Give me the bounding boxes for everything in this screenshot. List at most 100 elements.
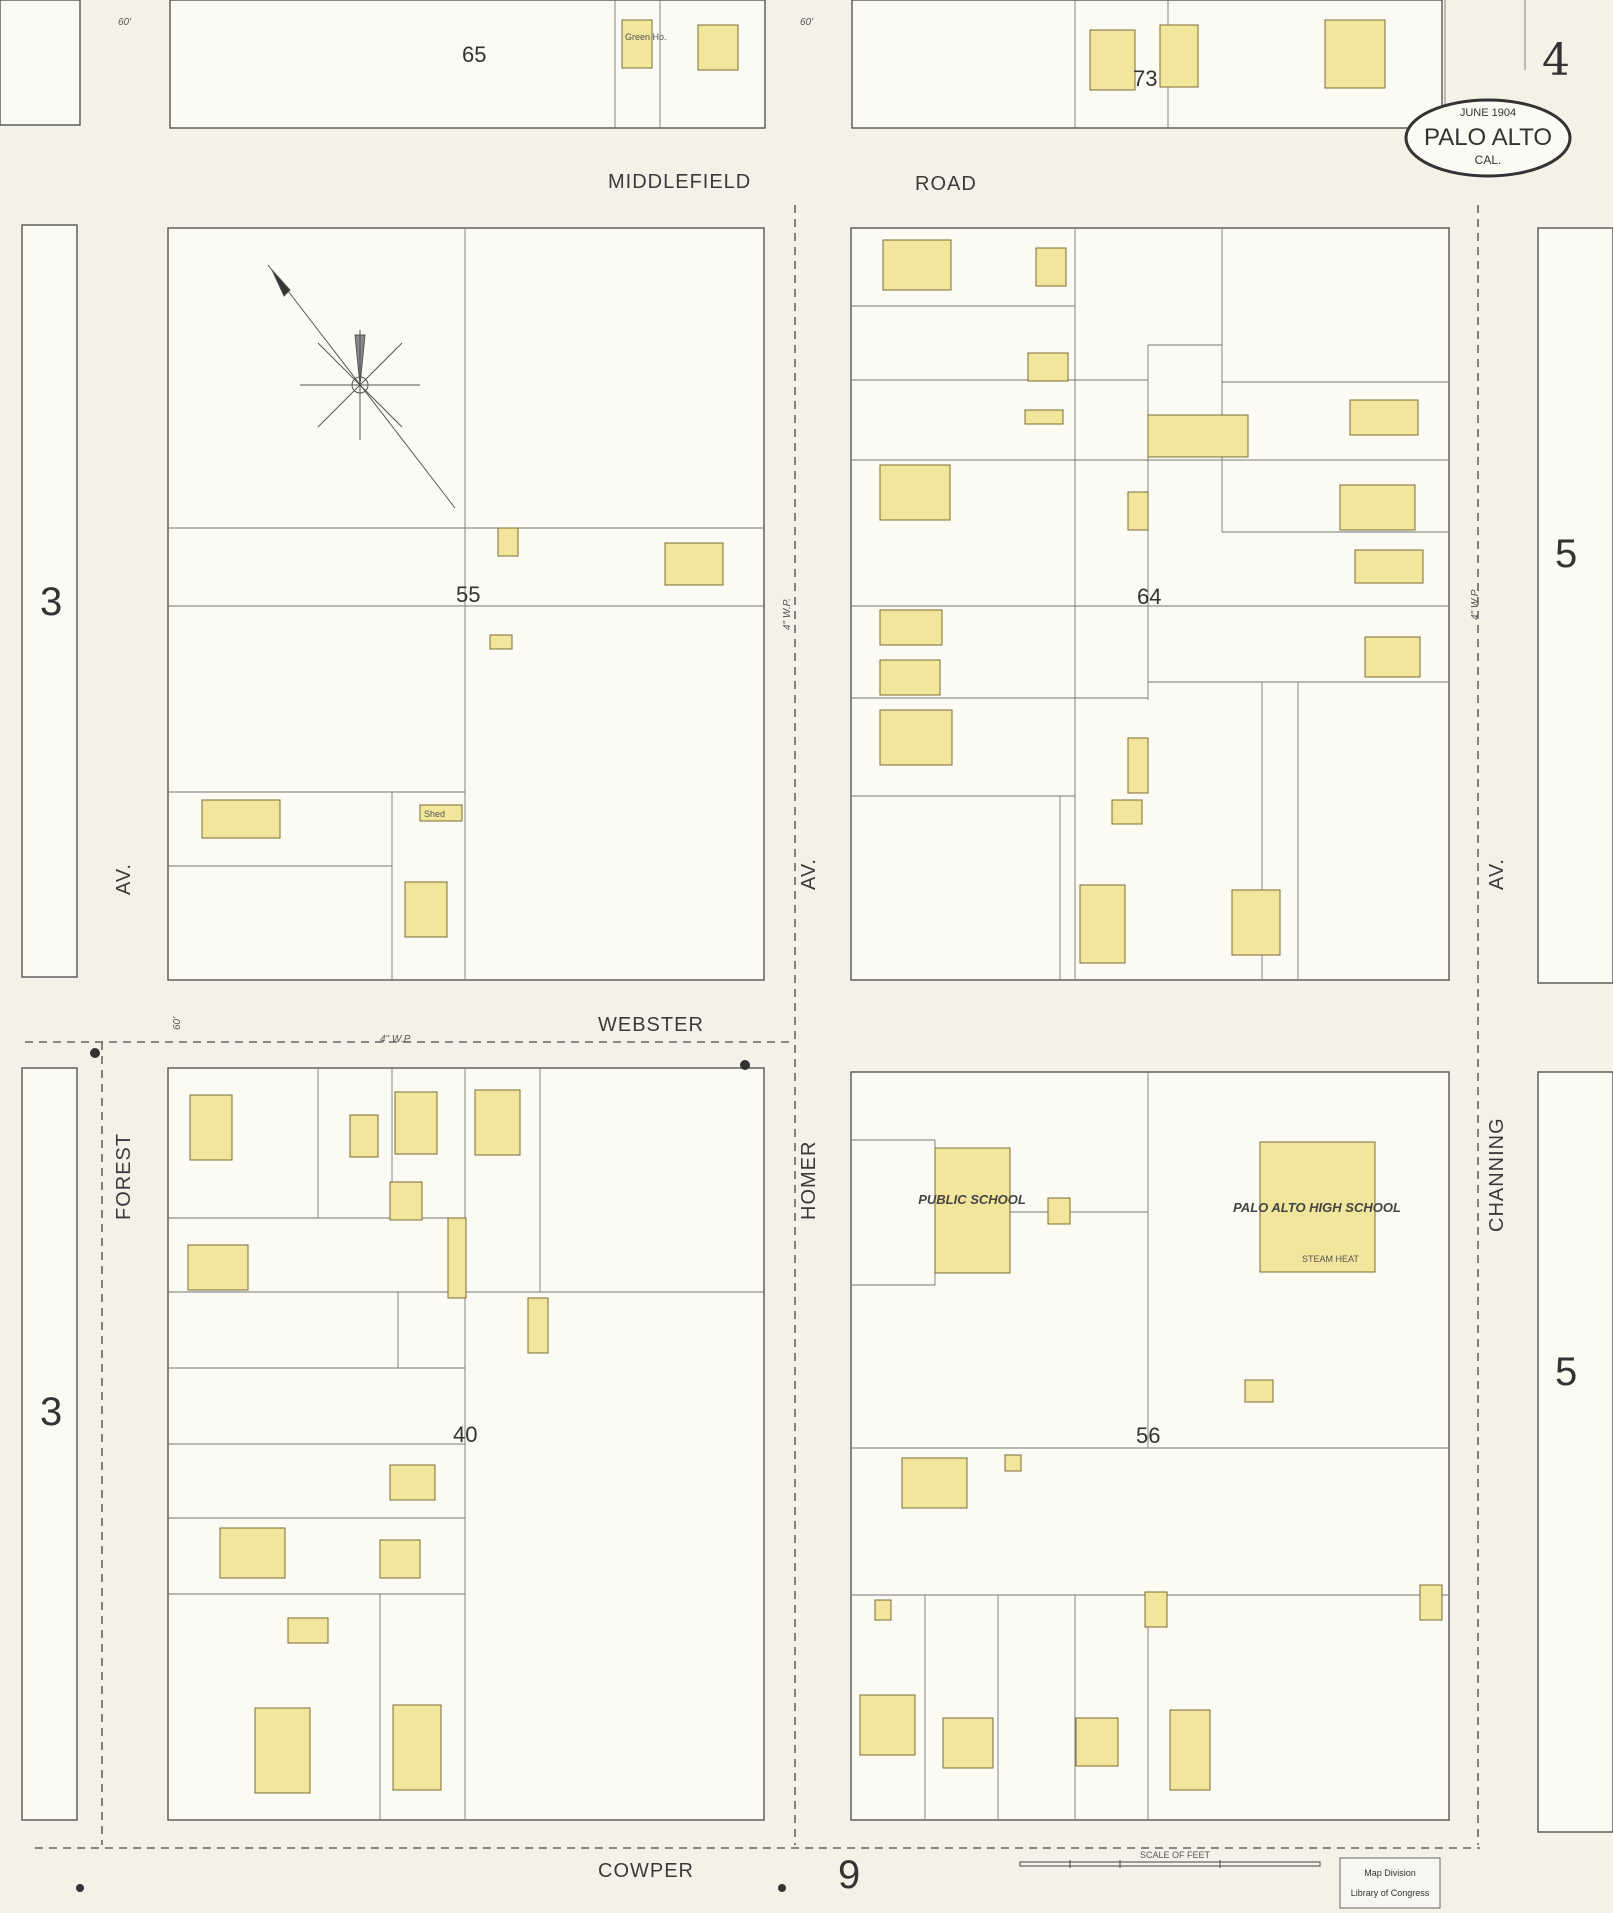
shed-building <box>419 804 463 822</box>
outbuilding <box>1127 737 1149 794</box>
outbuilding <box>1024 409 1064 425</box>
dwelling <box>942 1717 994 1769</box>
block-west-lower <box>21 1067 78 1821</box>
block-56-group <box>850 1071 1450 1821</box>
stamp-line: Map Division <box>1364 1868 1416 1878</box>
block-65 <box>169 0 766 129</box>
street-label-middlefield: MIDDLEFIELD <box>608 171 751 193</box>
water-pipe-label: 4" W.P. <box>380 1034 412 1045</box>
block-64-group <box>850 227 1450 981</box>
street-label-cowper: COWPER <box>598 1860 694 1882</box>
outbuilding <box>1004 1454 1022 1472</box>
scale-bar: SCALE OF FEET <box>1019 1850 1321 1868</box>
dwelling <box>901 1457 968 1509</box>
building-label-public-school: PUBLIC SCHOOL <box>918 1192 1026 1207</box>
building-label: Green Ho. <box>625 32 667 42</box>
outbuilding <box>1419 1584 1443 1621</box>
adjacent-sheet-number: 3 <box>40 580 62 624</box>
dwelling <box>474 1089 521 1156</box>
block-55-group <box>167 227 765 981</box>
dwelling <box>187 1244 249 1291</box>
dwelling <box>859 1694 916 1756</box>
adjacent-sheet-number: 5 <box>1555 1350 1577 1394</box>
outbuilding <box>389 1181 423 1221</box>
street-width: 60' <box>172 1016 183 1030</box>
block-east-lower <box>1537 1071 1613 1833</box>
hydrant-icon <box>76 1884 84 1892</box>
dwelling <box>189 1094 233 1161</box>
dwelling <box>201 799 281 839</box>
steam-heater-building <box>1244 1379 1274 1403</box>
water-pipe-label: 4" W.P. <box>1470 588 1481 620</box>
street-width: 60' <box>800 17 814 28</box>
high-school-building <box>1259 1141 1376 1273</box>
dwelling <box>882 239 952 291</box>
block-east-upper <box>1537 227 1613 984</box>
dwelling <box>1079 884 1126 964</box>
street-label-road: ROAD <box>915 173 977 195</box>
outbuilding <box>287 1617 329 1644</box>
dwelling <box>1075 1717 1119 1767</box>
compass-rose-icon <box>267 264 456 509</box>
library-stamp: Map Division Library of Congress <box>1339 1857 1441 1909</box>
block-55 <box>167 227 765 981</box>
outbuilding <box>1111 799 1143 825</box>
street-label-forest-av: AV. <box>113 863 135 895</box>
block-number: 64 <box>1137 584 1161 609</box>
dwelling <box>879 709 953 766</box>
map-date: JUNE 1904 <box>1460 107 1516 119</box>
street-label-channing: CHANNING <box>1486 1117 1508 1232</box>
water-pipe-label: 4" W.P. <box>782 598 793 630</box>
building-label-high-school: PALO ALTO HIGH SCHOOL <box>1233 1200 1401 1215</box>
street-width: 60' <box>118 17 132 28</box>
dwelling <box>1027 352 1069 382</box>
dwelling <box>394 1091 438 1155</box>
dwelling <box>1169 1709 1211 1791</box>
dwelling <box>1231 889 1281 956</box>
map-state: CAL. <box>1475 153 1502 167</box>
dwelling <box>1339 484 1416 531</box>
dwelling <box>389 1464 436 1501</box>
dwelling <box>1035 247 1067 287</box>
dwelling <box>1364 636 1421 678</box>
street-label-channing-av: AV. <box>1486 858 1508 890</box>
top-strip <box>0 0 1526 129</box>
scale-label: SCALE OF FEET <box>1140 1850 1211 1860</box>
dwelling <box>254 1707 311 1794</box>
block-64 <box>850 227 1450 981</box>
dwelling <box>697 24 739 71</box>
building-label-steam-heat: STEAM HEAT <box>1302 1254 1359 1264</box>
adjacent-sheet-number: 3 <box>40 1390 62 1434</box>
title-cartouche: JUNE 1904 PALO ALTO CAL. <box>1404 98 1572 178</box>
outbuilding <box>1127 491 1149 531</box>
street-label-homer-av: AV. <box>798 858 820 890</box>
dwelling <box>879 659 941 696</box>
block-number: 55 <box>456 582 480 607</box>
dwelling <box>219 1527 286 1579</box>
outbuilding <box>1144 1591 1168 1628</box>
map-city: PALO ALTO <box>1424 124 1552 151</box>
outbuilding <box>447 1217 467 1299</box>
outbuilding <box>1047 1197 1071 1225</box>
block-number: 73 <box>1133 66 1157 91</box>
stamp-line: Library of Congress <box>1351 1888 1430 1898</box>
street-label-webster: WEBSTER <box>598 1014 704 1036</box>
outbuilding <box>1147 414 1249 458</box>
dwelling <box>1349 399 1419 436</box>
building-label: Shed <box>424 809 445 819</box>
adjacent-sheet-number: 9 <box>838 1853 860 1897</box>
dwelling <box>404 881 448 938</box>
block-top-far-left <box>0 0 81 126</box>
dwelling <box>349 1114 379 1158</box>
dwelling <box>1324 19 1386 89</box>
hydrant-icon <box>740 1060 750 1070</box>
block-west-upper <box>21 224 78 978</box>
street-label-homer: HOMER <box>798 1141 820 1220</box>
dwelling <box>1089 29 1136 91</box>
adjacent-sheet-number: 5 <box>1555 532 1577 576</box>
hydrant-icon <box>90 1048 100 1058</box>
outbuilding <box>527 1297 549 1354</box>
dwelling <box>392 1704 442 1791</box>
public-school-building <box>934 1147 1011 1274</box>
